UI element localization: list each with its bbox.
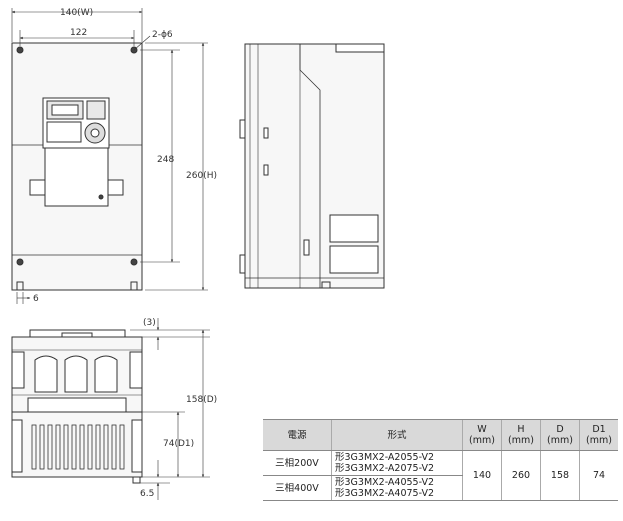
dim-bottom-offset: 6: [33, 294, 39, 304]
header-d-unit: (mm): [547, 435, 573, 446]
side-view: [239, 43, 385, 289]
front-dimension-lines: [11, 8, 208, 304]
dim-depth-d1: 74(D1): [163, 439, 194, 449]
model-dimension-table: 電源 形式 W (mm) H (mm) D (mm) D1 (mm) 三相200…: [263, 419, 618, 501]
row-models: 形3G3MX2-A4055-V2 形3G3MX2-A4075-V2: [331, 475, 463, 501]
model-name: 形3G3MX2-A4075-V2: [335, 488, 435, 499]
bottom-view: [11, 329, 143, 484]
front-view: [11, 42, 143, 291]
header-d1-label: D1: [592, 424, 606, 435]
value-d: 158: [540, 450, 580, 501]
model-name: 形3G3MX2-A4055-V2: [335, 477, 435, 488]
dim-front-width: 140(W): [60, 8, 93, 18]
row-models: 形3G3MX2-A2055-V2 形3G3MX2-A2075-V2: [331, 450, 463, 476]
row-power: 三相400V: [263, 475, 332, 501]
model-name: 形3G3MX2-A2055-V2: [335, 452, 435, 463]
value-d1: 74: [579, 450, 618, 501]
dim-mount-height: 248: [157, 155, 174, 165]
dim-bottom-depth: 6.5: [140, 489, 154, 499]
dim-depth: 158(D): [186, 395, 217, 405]
header-h: H (mm): [501, 419, 541, 451]
header-w: W (mm): [462, 419, 502, 451]
header-w-unit: (mm): [469, 435, 495, 446]
dim-total-height: 260(H): [186, 171, 217, 181]
header-w-label: W: [477, 424, 487, 435]
header-model: 形式: [331, 419, 463, 451]
table-header-row: 電源 形式 W (mm) H (mm) D (mm) D1 (mm): [263, 419, 618, 451]
bottom-dimension-lines: [130, 318, 210, 500]
dim-hole: 2-ϕ6: [152, 30, 173, 40]
row-power: 三相200V: [263, 450, 332, 476]
model-name: 形3G3MX2-A2075-V2: [335, 463, 435, 474]
table-row: 三相400V 形3G3MX2-A4055-V2 形3G3MX2-A4075-V2: [263, 475, 618, 501]
header-power: 電源: [263, 419, 332, 451]
table-row: 三相200V 形3G3MX2-A2055-V2 形3G3MX2-A2075-V2…: [263, 450, 618, 501]
header-d-label: D: [556, 424, 564, 435]
header-d1: D1 (mm): [579, 419, 618, 451]
header-h-label: H: [517, 424, 525, 435]
value-h: 260: [501, 450, 541, 501]
dim-mount-width: 122: [70, 28, 87, 38]
header-d1-unit: (mm): [586, 435, 612, 446]
dim-top-offset: (3): [143, 318, 156, 328]
header-h-unit: (mm): [508, 435, 534, 446]
value-w: 140: [462, 450, 502, 501]
header-d: D (mm): [540, 419, 580, 451]
